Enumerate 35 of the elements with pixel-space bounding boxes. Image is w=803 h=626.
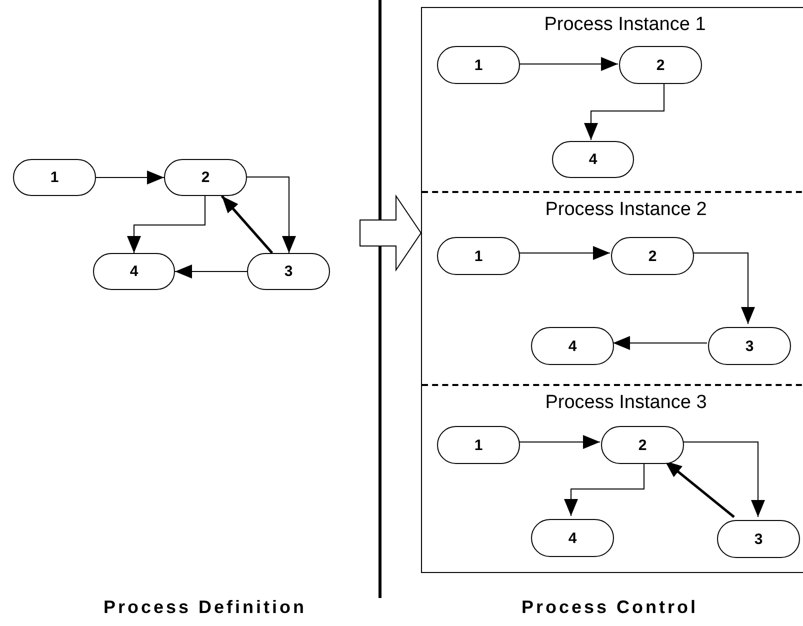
process-step: 2 [164,159,247,196]
arrow [612,336,708,350]
arrow [664,460,735,518]
arrow [518,246,610,260]
arrow [246,176,296,254]
panel-heading: Process Instance 2 [545,199,707,221]
process-step: 1 [437,46,520,84]
process-step: 1 [437,426,520,464]
arrow [584,82,664,140]
arrow [96,170,164,184]
process-step: 3 [717,520,800,558]
arrow [682,442,765,518]
process-step: 3 [247,253,330,290]
block-arrow [360,194,422,272]
panel-heading: Process Instance 3 [545,392,707,414]
process-step: 3 [708,327,791,365]
panel-heading: Process Instance 1 [544,14,706,36]
process-step: 4 [93,253,175,290]
process-step: 4 [552,141,634,178]
arrow [174,264,248,278]
arrow [518,435,600,449]
process-step: 2 [619,46,702,84]
section-label: Process Control [522,596,698,618]
arrow [692,252,755,324]
process-step: 1 [437,237,520,275]
process-control-frame [421,7,803,573]
section-label: Process Definition [104,596,307,618]
process-step: 1 [13,159,96,196]
arrow [220,195,274,254]
arrow [518,57,618,71]
process-step: 2 [601,426,684,464]
arrow [127,196,206,254]
process-step: 4 [531,327,614,365]
process-step: 2 [611,237,694,275]
process-step: 4 [531,519,614,557]
